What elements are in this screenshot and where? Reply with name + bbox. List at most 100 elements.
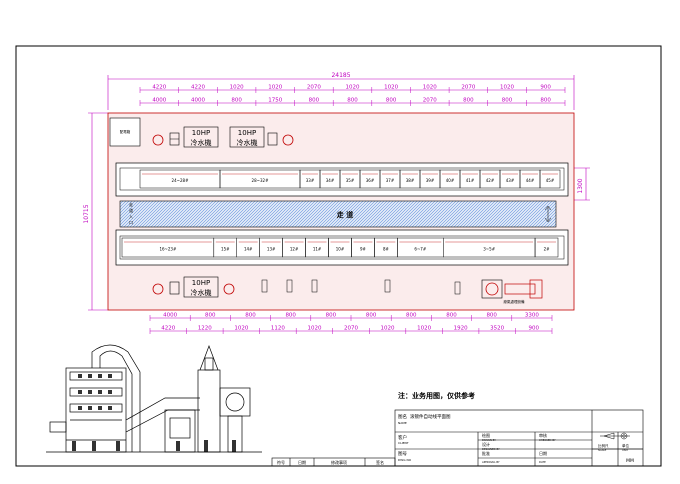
rev-header-change: 修改事项: [331, 459, 347, 465]
tb-date-label: 日期: [539, 450, 547, 456]
bottom-dim-label: 1120: [271, 326, 285, 332]
overall-dim-text: 24185: [331, 72, 350, 79]
svg-text:走: 走: [129, 201, 133, 207]
right-dim-text: 1300: [577, 178, 584, 193]
tank-number: 37#: [386, 178, 395, 183]
chiller-label-name: 冷水機: [191, 288, 212, 297]
tank-number: 40#: [446, 178, 455, 183]
top-dim-label: 4000: [191, 98, 205, 104]
top-dim-label: 1020: [384, 85, 398, 91]
projection-symbol-icon: [600, 432, 630, 440]
tank-number: 10#: [336, 247, 345, 252]
svg-text:口: 口: [129, 220, 133, 225]
chiller-bottom: 10HP 冷水機: [152, 276, 235, 298]
bottom-dim-label: 1020: [234, 326, 248, 332]
top-dim-label: 900: [540, 85, 551, 91]
rev-header-date: 日期: [298, 459, 306, 465]
tb-dwg-label: 图号: [398, 451, 407, 457]
top-dim-label: 4000: [152, 98, 166, 104]
tb-checked-en: CHECKED BY: [539, 438, 556, 442]
chiller-label-hp: 10HP: [238, 129, 256, 137]
tb-client-label: 客户: [398, 434, 407, 441]
bench-tank: [539, 169, 561, 189]
tb-unit-en: UNIT: [622, 448, 629, 452]
upper-rooms: 24~28#28~32#33#34#35#36#37#38#39#40#41#4…: [139, 169, 561, 189]
lower-rooms: 16~23#15#14#13#12#11#10#9#8#6~7#3~5#2#: [121, 237, 559, 258]
tank-number: 9#: [360, 247, 367, 252]
bottom-dim-label: 2070: [344, 326, 358, 332]
left-dimension: [88, 112, 108, 311]
top-dim-label: 2070: [423, 98, 437, 104]
tank-number: 6~7#: [414, 247, 426, 252]
bottom-dim-label: 1020: [381, 326, 395, 332]
top-dim-label: 800: [231, 98, 242, 104]
top-dim-label: 2070: [307, 85, 321, 91]
top-dim-label: 1020: [423, 85, 437, 91]
revision-table: [271, 457, 396, 467]
overall-dimension: [107, 75, 575, 110]
tank-number: 38#: [406, 178, 415, 183]
tb-client-en: CLIENT: [398, 441, 409, 445]
upper-bench-inner: [119, 167, 565, 191]
tank-number: 34#: [326, 178, 335, 183]
aisle-label: 走 道: [337, 210, 353, 219]
tb-approved-en: APPROVAL BY: [482, 460, 500, 464]
bottom-dim-label: 800: [406, 313, 417, 319]
top-dim-label: 1020: [346, 85, 360, 91]
tank-number: 35#: [346, 178, 355, 183]
top-dim-label: 800: [309, 98, 320, 104]
bottom-dim-label: 4000: [163, 313, 177, 319]
tb-title-value: 滚镀件自动线平面图: [410, 413, 451, 420]
bottom-dim-label: 800: [486, 313, 497, 319]
tb-approved-label: 批准: [482, 450, 490, 456]
bottom-dim-label: 800: [245, 313, 256, 319]
chiller-label-name: 冷水機: [237, 138, 258, 147]
tb-unit-value: MM: [626, 458, 634, 464]
tank-number: 45#: [546, 178, 555, 183]
left-dim-text: 10715: [83, 204, 90, 223]
tank-number: 13#: [267, 247, 276, 252]
lower-bench-inner: [119, 235, 565, 260]
tb-drawn-en: DRAWN BY: [482, 438, 496, 442]
tb-name-label: NAME: [398, 421, 407, 425]
tank-number: 43#: [506, 178, 515, 183]
tb-title-label: 图名: [398, 413, 407, 420]
tank-number: 33#: [306, 178, 315, 183]
bottom-dim-label: 1020: [307, 326, 321, 332]
bottom-dim-label: 4220: [161, 326, 175, 332]
tank-number: 24~28#: [172, 178, 190, 183]
top-dim-label: 4220: [191, 85, 205, 91]
aisle-entry-left: 走 道 入 口: [129, 201, 133, 225]
tank-number: 44#: [526, 178, 535, 183]
tank-number: 11#: [313, 247, 322, 252]
elevation-view: [46, 344, 262, 453]
bottom-dim-label: 800: [366, 313, 377, 319]
bottom-dim-label: 800: [446, 313, 457, 319]
aisle-arrow-right: [544, 205, 552, 223]
svg-text:道: 道: [129, 207, 133, 213]
chiller-label-name: 冷水機: [191, 138, 212, 147]
tank-number: 14#: [244, 247, 253, 252]
tank-number: 3~5#: [483, 247, 495, 252]
waste-gas-equipment: 廢氣處理設備: [481, 279, 543, 304]
bottom-dim-label: 1020: [417, 326, 431, 332]
top-dim-label: 800: [502, 98, 513, 104]
tb-date-en: DATE: [539, 460, 546, 464]
elevation-fills: [72, 374, 236, 452]
tb-designed-label: 设计: [482, 441, 490, 447]
tank-number: 28~32#: [252, 178, 270, 183]
top-dim-label: 1020: [230, 85, 244, 91]
svg-text:入: 入: [129, 214, 133, 219]
chiller-top-right: 10HP 冷水機: [229, 126, 294, 148]
bottom-dim-label: 800: [205, 313, 216, 319]
rev-header-sign: 签名: [376, 459, 384, 465]
chiller-label-hp: 10HP: [192, 279, 210, 287]
right-dimension: [572, 167, 590, 201]
bench-tank: [534, 237, 559, 258]
title-block: [394, 409, 644, 467]
